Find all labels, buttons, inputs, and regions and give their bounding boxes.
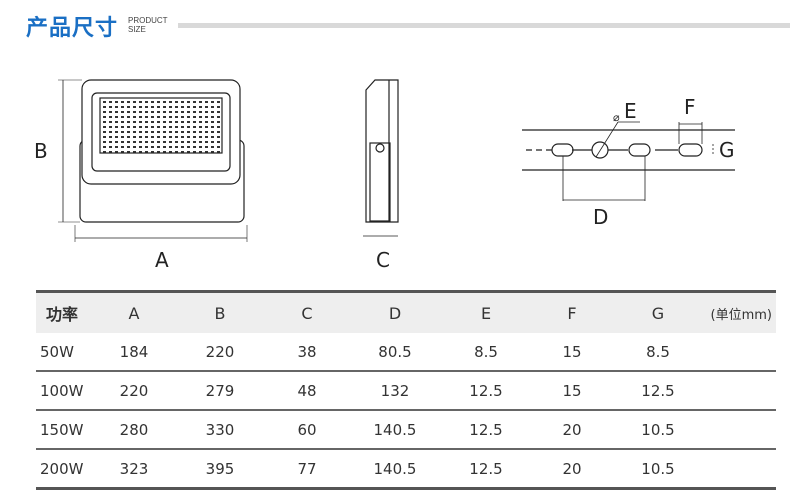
table-cell: 323 bbox=[98, 448, 170, 489]
table-cell: 10.5 bbox=[618, 448, 698, 489]
table-row: 50W 184 220 38 80.5 8.5 15 8.5 bbox=[36, 333, 776, 371]
header-a: A bbox=[98, 291, 170, 333]
table-cell: 8.5 bbox=[646, 342, 670, 361]
label-d: D bbox=[593, 205, 608, 229]
table-cell bbox=[698, 333, 776, 371]
table-cell: 10.5 bbox=[618, 409, 698, 449]
table-cell: 184 bbox=[119, 342, 149, 361]
table-cell bbox=[698, 448, 776, 489]
header-e: E bbox=[446, 291, 526, 333]
label-f: F bbox=[684, 95, 696, 119]
mounting-holes-view: ⌀ E F G D bbox=[522, 95, 735, 229]
table-cell: 12.5 bbox=[446, 409, 526, 449]
header-divider bbox=[178, 23, 790, 28]
table-cell bbox=[698, 370, 776, 410]
header-g: G bbox=[618, 291, 698, 333]
subtitle-line-2: SIZE bbox=[128, 25, 146, 34]
header-b: B bbox=[170, 291, 270, 333]
cell-power: 200W bbox=[36, 448, 98, 489]
header-c: C bbox=[270, 291, 344, 333]
table-cell: 330 bbox=[170, 409, 270, 449]
table-cell: 20 bbox=[526, 409, 618, 449]
section-title: 产品尺寸 bbox=[26, 15, 119, 40]
header-power: 功率 bbox=[36, 291, 98, 333]
table-cell: 132 bbox=[344, 370, 446, 410]
cell-power: 150W bbox=[36, 409, 98, 449]
table-cell: 20 bbox=[526, 448, 618, 489]
cell-power: 50W bbox=[40, 342, 74, 361]
label-e: E bbox=[624, 99, 637, 123]
label-b: B bbox=[34, 139, 48, 163]
table-cell: 220 bbox=[98, 370, 170, 410]
table-cell: 15 bbox=[526, 370, 618, 410]
table-cell: 12.5 bbox=[618, 370, 698, 410]
header-d: D bbox=[344, 291, 446, 333]
table-cell: 77 bbox=[270, 448, 344, 489]
table-cell: 8.5 bbox=[474, 342, 498, 361]
table-cell: 280 bbox=[98, 409, 170, 449]
label-g: G bbox=[719, 138, 735, 162]
table-cell: 12.5 bbox=[446, 448, 526, 489]
label-a: A bbox=[155, 248, 169, 272]
front-view: B A bbox=[34, 79, 248, 272]
diameter-symbol: ⌀ bbox=[613, 112, 620, 124]
table-cell: 140.5 bbox=[344, 409, 446, 449]
table-cell bbox=[698, 409, 776, 449]
dimension-diagrams: B A C bbox=[34, 79, 735, 272]
unit-label: (单位mm) bbox=[698, 291, 776, 333]
side-view: C bbox=[363, 79, 399, 272]
table-cell: 220 bbox=[205, 342, 235, 361]
table-cell: 395 bbox=[170, 448, 270, 489]
table-cell: 12.5 bbox=[446, 370, 526, 410]
dimensions-table: 功率 A B C D E F G (单位mm) 50W 184 220 38 80.5 8… bbox=[36, 290, 776, 490]
subtitle-line-1: PRODUCT bbox=[128, 16, 168, 25]
table-cell: 80.5 bbox=[378, 342, 412, 361]
table-header-row: 功率 A B C D E F G (单位mm) bbox=[36, 291, 776, 333]
table-cell: 279 bbox=[170, 370, 270, 410]
table-cell: 38 bbox=[297, 342, 317, 361]
table-cell: 140.5 bbox=[344, 448, 446, 489]
section-subtitle: PRODUCT SIZE bbox=[128, 16, 168, 34]
label-c: C bbox=[376, 248, 390, 272]
table-cell: 48 bbox=[270, 370, 344, 410]
cell-power: 100W bbox=[36, 370, 98, 410]
header-f: F bbox=[526, 291, 618, 333]
table-cell: 15 bbox=[562, 342, 582, 361]
table-cell: 60 bbox=[270, 409, 344, 449]
